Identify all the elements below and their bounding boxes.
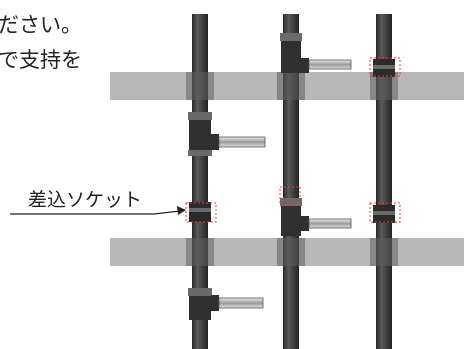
tee-fitting-left-upper	[188, 112, 266, 156]
marker-middle-upper	[279, 186, 301, 206]
socket-left	[189, 202, 211, 222]
marker-left-socket	[185, 202, 217, 223]
instruction-text-line-2: で支持を	[0, 48, 82, 72]
callout-leader	[153, 210, 181, 215]
socket-callout-label: 差込ソケット	[28, 189, 142, 211]
instruction-text-line-1: ださい。	[0, 13, 82, 37]
tee-fitting-left-lower	[188, 288, 264, 320]
marker-right-lower	[369, 202, 401, 223]
socket-markers	[185, 57, 401, 223]
slab-sleeves	[186, 72, 398, 266]
callout-arrowhead	[177, 206, 186, 215]
socket-right-lower	[373, 205, 395, 223]
tee-fitting-middle-upper	[280, 33, 352, 73]
socket-right-upper	[373, 59, 395, 77]
tee-fitting-middle-lower	[280, 198, 352, 236]
